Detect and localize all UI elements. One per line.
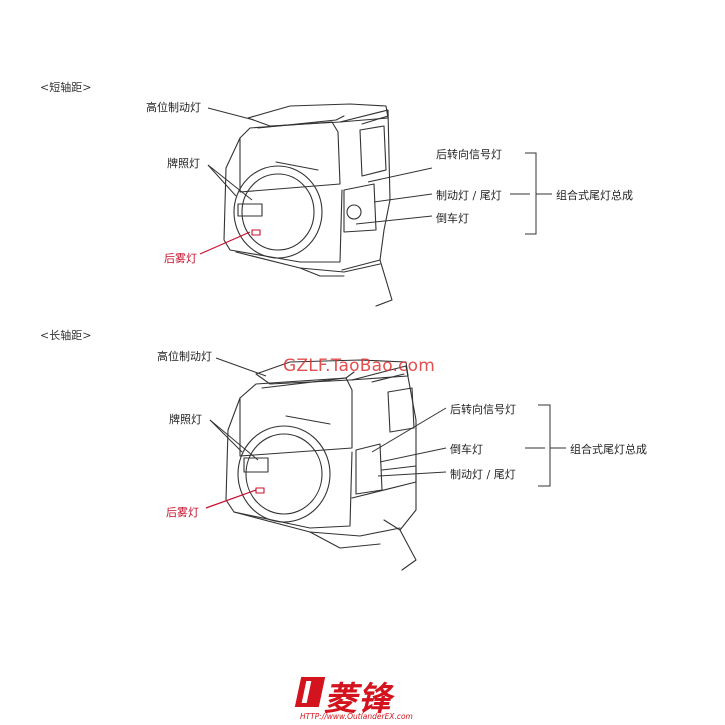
short-wheelbase-vehicle — [223, 103, 393, 307]
label-rear-turn-signal: 后转向信号灯 — [436, 148, 502, 161]
label-rear-fog-light: 后雾灯 — [164, 252, 197, 265]
logo-mark-icon — [294, 677, 326, 707]
label-brake-tail-light: 制动灯 / 尾灯 — [436, 189, 502, 202]
label-plate-light: 牌照灯 — [169, 413, 202, 426]
label-brake-tail-light: 制动灯 / 尾灯 — [450, 468, 516, 481]
label-reverse-light: 倒车灯 — [450, 443, 483, 456]
label-rear-fog-light: 后雾灯 — [166, 506, 199, 519]
label-reverse-light: 倒车灯 — [436, 212, 469, 225]
section-title-long: <长轴距> — [40, 329, 92, 342]
long-wheelbase-vehicle — [225, 359, 417, 571]
logo-brand-text: 菱锋 — [324, 679, 392, 718]
label-combination-tail-light-assembly: 组合式尾灯总成 — [556, 189, 633, 202]
logo-url: HTTP://www.OutlanderEX.com — [300, 712, 413, 721]
label-plate-light: 牌照灯 — [167, 157, 200, 170]
label-rear-turn-signal: 后转向信号灯 — [450, 403, 516, 416]
label-high-brake-light: 高位制动灯 — [157, 350, 212, 363]
label-combination-tail-light-assembly: 组合式尾灯总成 — [570, 443, 647, 456]
brand-logo: 菱锋 HTTP://www.OutlanderEX.com — [294, 672, 436, 722]
watermark-text: GZLF.TaoBao.com — [283, 356, 436, 376]
label-high-brake-light: 高位制动灯 — [146, 101, 201, 114]
section-title-short: <短轴距> — [40, 81, 92, 94]
